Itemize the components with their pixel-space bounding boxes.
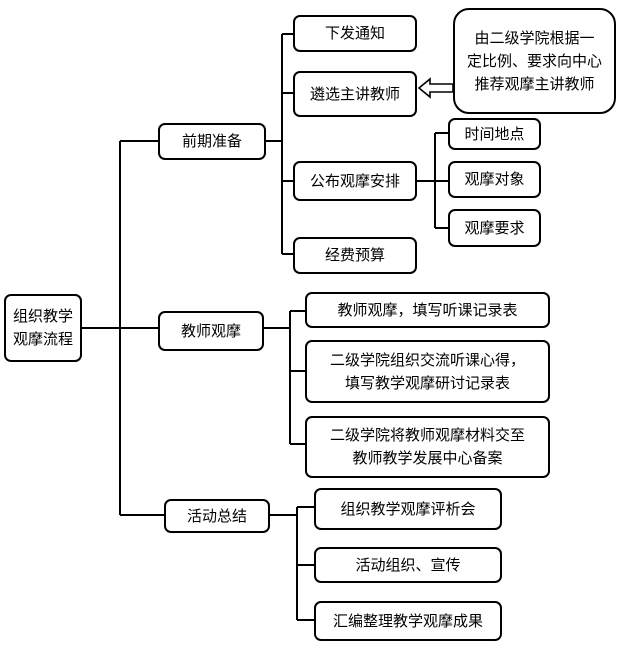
stage-observation: 教师观摩 [158, 311, 264, 351]
substep-requirements: 观摩要求 [448, 209, 541, 247]
step-submit-materials: 二级学院将教师观摩材料交至 教师教学发展中心备案 [305, 416, 550, 478]
step-select-lecturers: 遴选主讲教师 [293, 71, 417, 117]
step-budget: 经费预算 [293, 237, 417, 274]
step-issue-notice: 下发通知 [293, 15, 417, 52]
step-promotion: 活动组织、宣传 [314, 547, 502, 583]
root-node: 组织教学 观摩流程 [4, 294, 82, 362]
note-recommendation: 由二级学院根据一 定比例、要求向中心 推荐观摩主讲教师 [453, 8, 616, 114]
step-exchange-discussion: 二级学院组织交流听课心得， 填写教学观摩研讨记录表 [305, 340, 550, 403]
step-compile-results: 汇编整理教学观摩成果 [314, 601, 502, 641]
step-publish-schedule: 公布观摩安排 [293, 161, 417, 201]
step-review-meeting: 组织教学观摩评析会 [314, 488, 502, 530]
step-observe-record: 教师观摩，填写听课记录表 [305, 292, 550, 328]
stage-preparation: 前期准备 [158, 123, 266, 160]
stage-summary: 活动总结 [164, 499, 270, 533]
substep-time-place: 时间地点 [448, 118, 541, 150]
hollow-arrow-icon [417, 77, 454, 99]
substep-audience: 观摩对象 [448, 161, 541, 198]
